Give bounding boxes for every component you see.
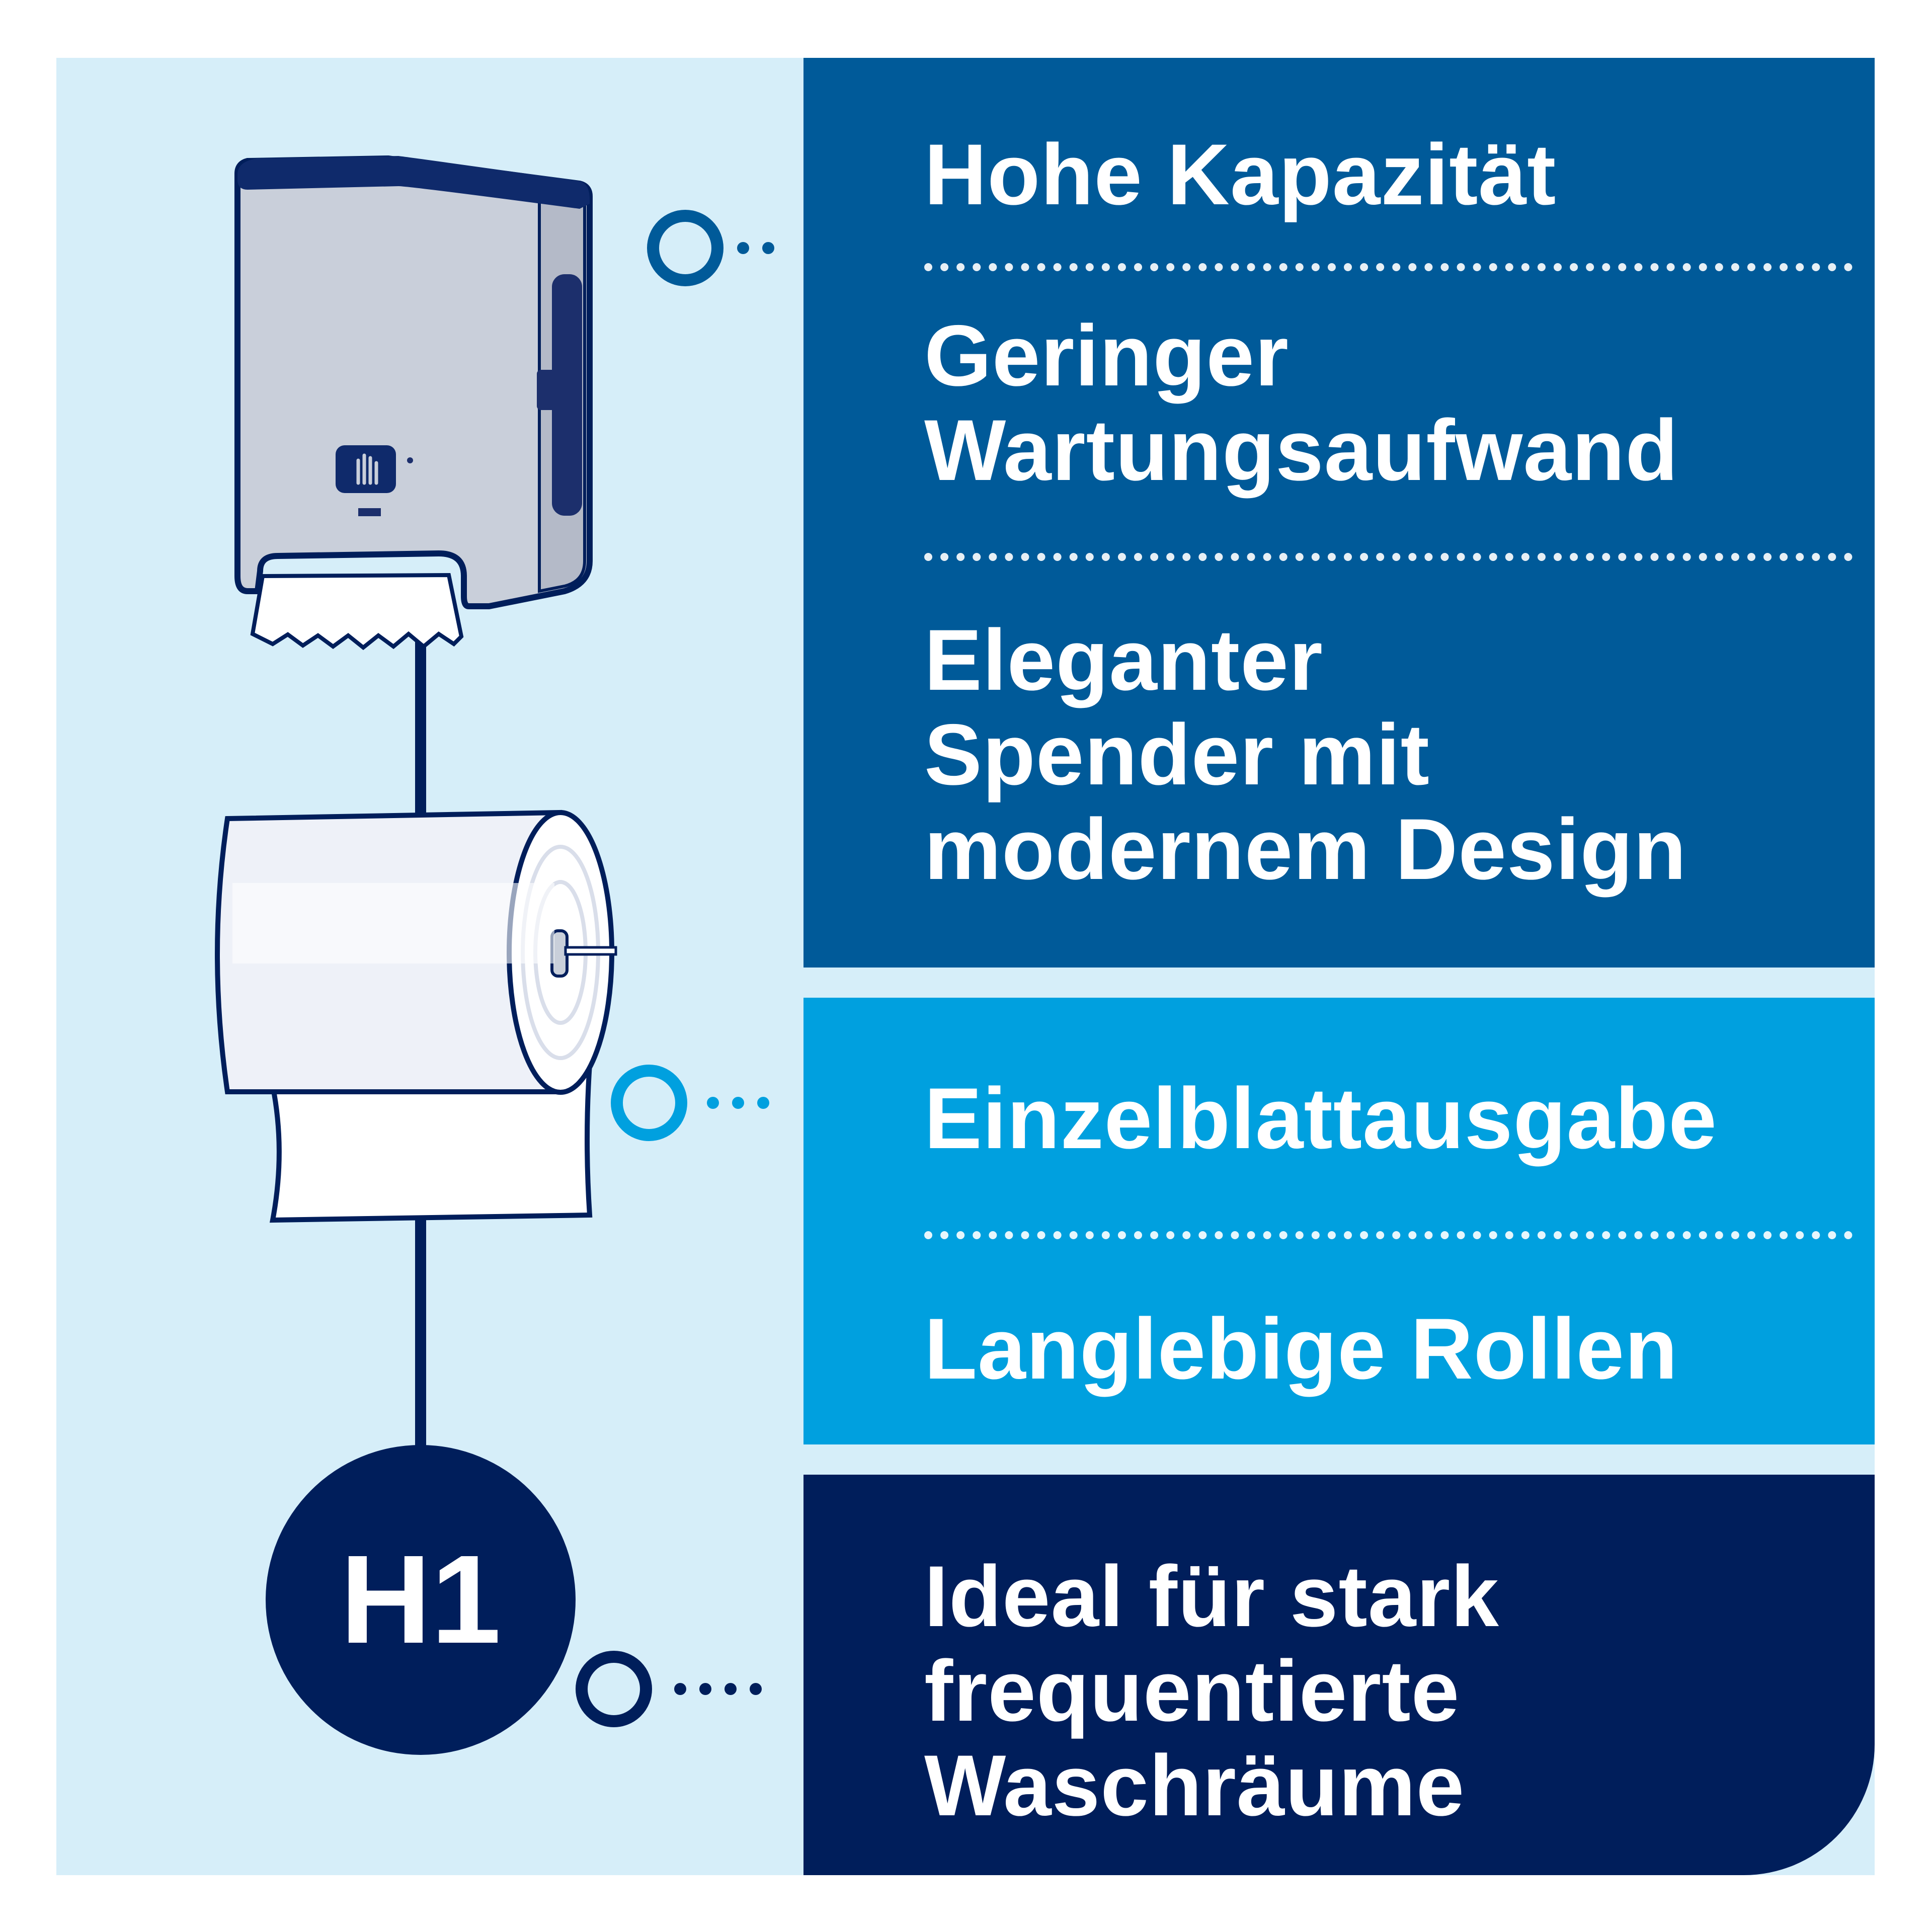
h1-badge-label: H1 (340, 1529, 501, 1669)
connector-circle-icon (576, 1651, 762, 1727)
feature-wartung-line-2: Wartungsaufwand (924, 402, 1679, 499)
illustration: H1 (215, 155, 774, 1755)
h1-badge (266, 1445, 576, 1755)
feature-design-line-2: Spender mit (924, 706, 1430, 803)
dotted-divider (924, 553, 1853, 561)
feature-langlebige-rollen: Langlebige Rollen (924, 1301, 1678, 1397)
infographic-frame: H1 Hohe Kapazität Geringer Wartungsaufwa… (56, 58, 1875, 1875)
feature-ideal-line-3: Waschräume (924, 1737, 1465, 1834)
towel-dispenser-icon (234, 155, 593, 651)
feature-panel-dispensing: Einzelblattausgabe Langlebige Rollen (803, 998, 1875, 1444)
feature-design-line-1: Eleganter (924, 612, 1323, 708)
dotted-divider (924, 1231, 1853, 1239)
feature-einzelblatt: Einzelblattausgabe (924, 1070, 1717, 1167)
feature-wartung-line-1: Geringer (924, 307, 1289, 404)
feature-hohe-kapazitaet: Hohe Kapazität (924, 126, 1557, 223)
connector-circle-icon (647, 210, 774, 286)
feature-ideal-line-1: Ideal für stark (924, 1548, 1499, 1645)
connector-circle-icon (611, 1065, 769, 1141)
feature-panel-design: Hohe Kapazität Geringer Wartungsaufwand … (803, 58, 1875, 968)
paper-roll-icon (215, 810, 617, 1223)
feature-design-line-3: modernem Design (924, 801, 1687, 898)
feature-ideal-line-2: frequentierte (924, 1643, 1460, 1739)
dotted-divider (924, 263, 1853, 271)
feature-panel-usage: Ideal für stark frequentierte Waschräume (803, 1475, 1875, 1875)
